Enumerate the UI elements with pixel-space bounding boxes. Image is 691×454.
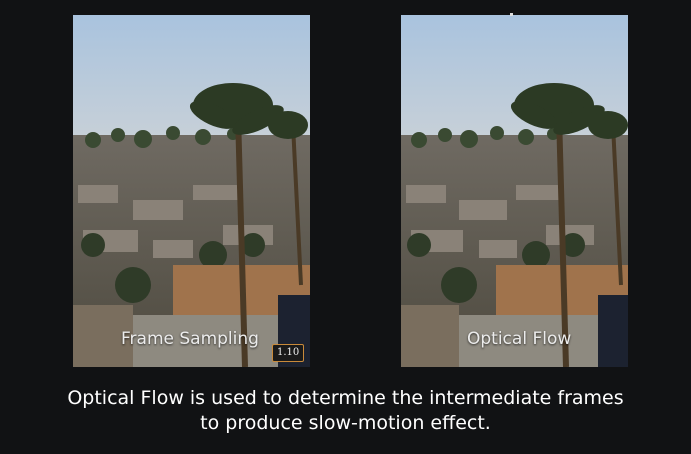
playback-speed-badge: 1.10 bbox=[272, 344, 305, 362]
frame-sampling-scene bbox=[73, 15, 310, 367]
optical-flow-scene bbox=[401, 15, 628, 367]
optical-flow-label: Optical Flow bbox=[467, 329, 572, 349]
caption-line-2: to produce slow-motion effect. bbox=[200, 412, 491, 434]
optical-flow-video-panel: Optical Flow bbox=[401, 15, 628, 367]
frame-sampling-label: Frame Sampling bbox=[121, 329, 259, 349]
frame-sampling-video-panel: Frame Sampling bbox=[73, 15, 310, 367]
caption-line-1: Optical Flow is used to determine the in… bbox=[67, 387, 624, 409]
top-marker bbox=[510, 13, 513, 16]
caption: Optical Flow is used to determine the in… bbox=[0, 386, 691, 436]
